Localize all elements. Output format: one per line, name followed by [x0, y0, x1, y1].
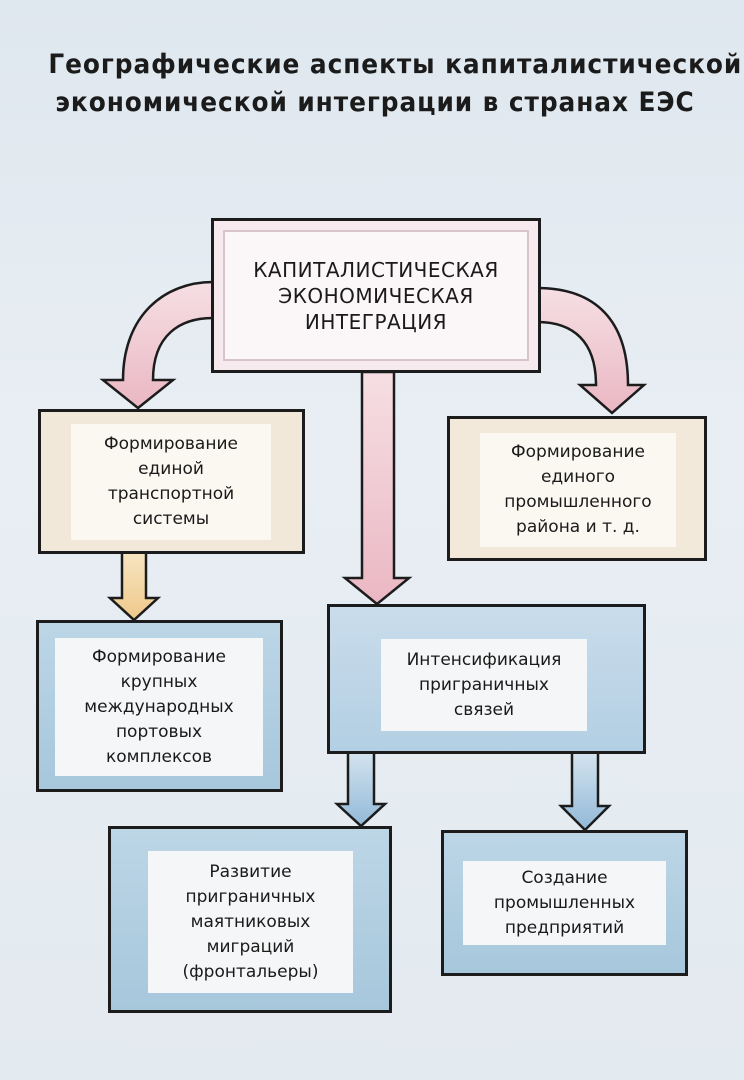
title-line-1: Географические аспекты капиталистической: [48, 49, 743, 80]
transport-line-3: транспортной: [107, 484, 235, 504]
ports-line-1: Формирование: [92, 646, 226, 667]
industrial-line-2: единого: [540, 467, 616, 487]
border-line-3: связей: [453, 699, 515, 720]
arrow-border-to-enterprises: [557, 746, 613, 832]
node-capitalist-integration: КАПИТАЛИСТИЧЕСКАЯ ЭКОНОМИЧЕСКАЯ ИНТЕГРАЦ…: [211, 218, 541, 373]
arrow-center-to-transport: [99, 280, 215, 410]
enterprises-line-1: Создание: [521, 867, 608, 888]
enterprises-line-2: промышленных: [493, 892, 636, 913]
center-line-2: ЭКОНОМИЧЕСКАЯ: [278, 283, 474, 308]
ports-line-3: международных: [84, 696, 234, 717]
arrow-transport-to-ports: [106, 548, 162, 622]
industrial-line-4: района и т. д.: [516, 517, 640, 537]
migrations-line-2: приграничных: [185, 886, 316, 907]
transport-line-1: Формирование: [104, 434, 238, 454]
industrial-line-3: промышленного: [504, 492, 652, 512]
border-line-1: Интенсификация: [406, 649, 562, 670]
industrial-line-1: Формирование: [511, 442, 645, 462]
ports-line-4: портовых: [115, 721, 203, 742]
enterprises-line-3: предприятий: [504, 917, 625, 938]
center-line-1: КАПИТАЛИСТИЧЕСКАЯ: [253, 257, 499, 282]
arrow-center-to-border: [341, 370, 413, 606]
migrations-line-4: миграций: [206, 936, 295, 957]
border-line-2: приграничных: [419, 674, 549, 695]
arrow-center-to-industrial: [535, 286, 648, 415]
node-border-links: Интенсификация приграничных связей: [327, 604, 646, 754]
node-pendulum-migrations: Развитие приграничных маятниковых миграц…: [108, 826, 392, 1013]
title-line-2: экономической интеграции в странах ЕЭС: [55, 87, 695, 118]
node-industrial-region: Формирование единого промышленного район…: [447, 416, 707, 561]
arrow-border-to-migrations: [333, 746, 389, 828]
migrations-line-1: Развитие: [209, 861, 292, 882]
transport-line-2: единой: [138, 459, 204, 479]
center-line-3: ИНТЕГРАЦИЯ: [304, 309, 448, 334]
migrations-line-5: (фронтальеры): [182, 961, 319, 982]
ports-line-5: комплексов: [106, 746, 212, 767]
transport-line-4: системы: [132, 509, 210, 529]
diagram-title: Географические аспекты капиталистической…: [48, 46, 743, 122]
ports-line-2: крупных: [120, 671, 198, 692]
node-industrial-enterprises: Создание промышленных предприятий: [441, 830, 688, 976]
node-port-complexes: Формирование крупных международных порто…: [36, 620, 283, 792]
node-transport-system: Формирование единой транспортной системы: [38, 409, 305, 554]
migrations-line-3: маятниковых: [190, 911, 311, 932]
